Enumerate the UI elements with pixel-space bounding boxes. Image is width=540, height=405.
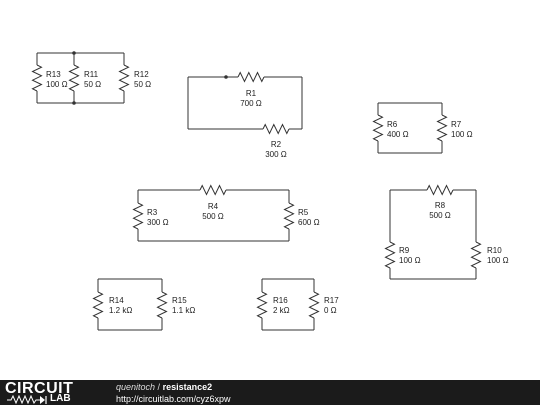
resistor-symbol [262, 123, 290, 135]
footer-bar: CIRCUIT LAB quenitoch / resistance2 http… [0, 380, 540, 405]
resistor-name: R5 [298, 208, 309, 217]
author-link[interactable]: quenitoch [116, 382, 156, 392]
logo-lab-text: LAB [50, 393, 71, 404]
resistor-name: R17 [324, 296, 339, 305]
resistor-value: 600 Ω [298, 218, 320, 227]
resistor-name: R3 [147, 208, 158, 217]
resistor-name: R16 [273, 296, 288, 305]
resistor-symbol [283, 202, 295, 230]
logo-text: CIRCUIT [5, 380, 74, 397]
resistor-value: 500 Ω [202, 212, 224, 221]
resistor-value: 100 Ω [487, 256, 509, 265]
circuit-title[interactable]: resistance2 [162, 382, 213, 392]
resistor-value: 500 Ω [429, 211, 451, 220]
resistor-symbol [237, 71, 265, 83]
resistor-value: 700 Ω [240, 99, 262, 108]
resistor-value: 300 Ω [265, 150, 287, 159]
resistor-name: R12 [134, 70, 149, 79]
resistor-value: 1.1 kΩ [172, 306, 195, 315]
resistor-name: R1 [246, 89, 257, 98]
junction-dot [72, 51, 76, 55]
resistor-value: 100 Ω [399, 256, 421, 265]
resistor-symbol [132, 202, 144, 230]
resistor-value: 2 kΩ [273, 306, 290, 315]
junction-dot [72, 101, 76, 105]
resistor-symbol [156, 291, 168, 319]
resistor-name: R11 [84, 70, 99, 79]
resistor-symbol [470, 241, 482, 269]
resistor-symbol [436, 114, 448, 142]
resistor-symbol [372, 114, 384, 142]
resistor-name: R7 [451, 120, 462, 129]
resistor-value: 100 Ω [451, 130, 473, 139]
resistor-symbol [308, 291, 320, 319]
resistor-name: R9 [399, 246, 410, 255]
resistor-name: R15 [172, 296, 187, 305]
resistor-symbol [199, 184, 227, 196]
resistor-value: 50 Ω [84, 80, 101, 89]
resistor-symbol [68, 64, 80, 92]
circuit-credit: quenitoch / resistance2 [116, 382, 212, 393]
resistor-value: 1.2 kΩ [109, 306, 132, 315]
credit-separator: / [155, 382, 163, 392]
resistor-symbol [92, 291, 104, 319]
resistor-value: 50 Ω [134, 80, 151, 89]
resistor-value: 0 Ω [324, 306, 337, 315]
resistor-name: R13 [46, 70, 61, 79]
resistor-symbol [31, 64, 43, 92]
resistor-name: R14 [109, 296, 124, 305]
resistor-name: R6 [387, 120, 398, 129]
resistor-name: R10 [487, 246, 502, 255]
junction-dot [224, 75, 228, 79]
resistor-value: 300 Ω [147, 218, 169, 227]
wires [36, 51, 477, 331]
resistor-symbol [426, 184, 454, 196]
circuit-url[interactable]: http://circuitlab.com/cyz6xpw [116, 394, 231, 404]
resistor-name: R2 [271, 140, 282, 149]
resistor-symbol [256, 291, 268, 319]
resistor-name: R8 [435, 201, 446, 210]
circuitlab-logo[interactable]: CIRCUIT LAB [4, 381, 96, 404]
resistor-value: 400 Ω [387, 130, 409, 139]
waveform-icon [7, 395, 47, 404]
resistor-value: 100 Ω [46, 80, 68, 89]
resistor-symbol [118, 64, 130, 92]
resistor-name: R4 [208, 202, 219, 211]
resistor-symbol [384, 241, 396, 269]
